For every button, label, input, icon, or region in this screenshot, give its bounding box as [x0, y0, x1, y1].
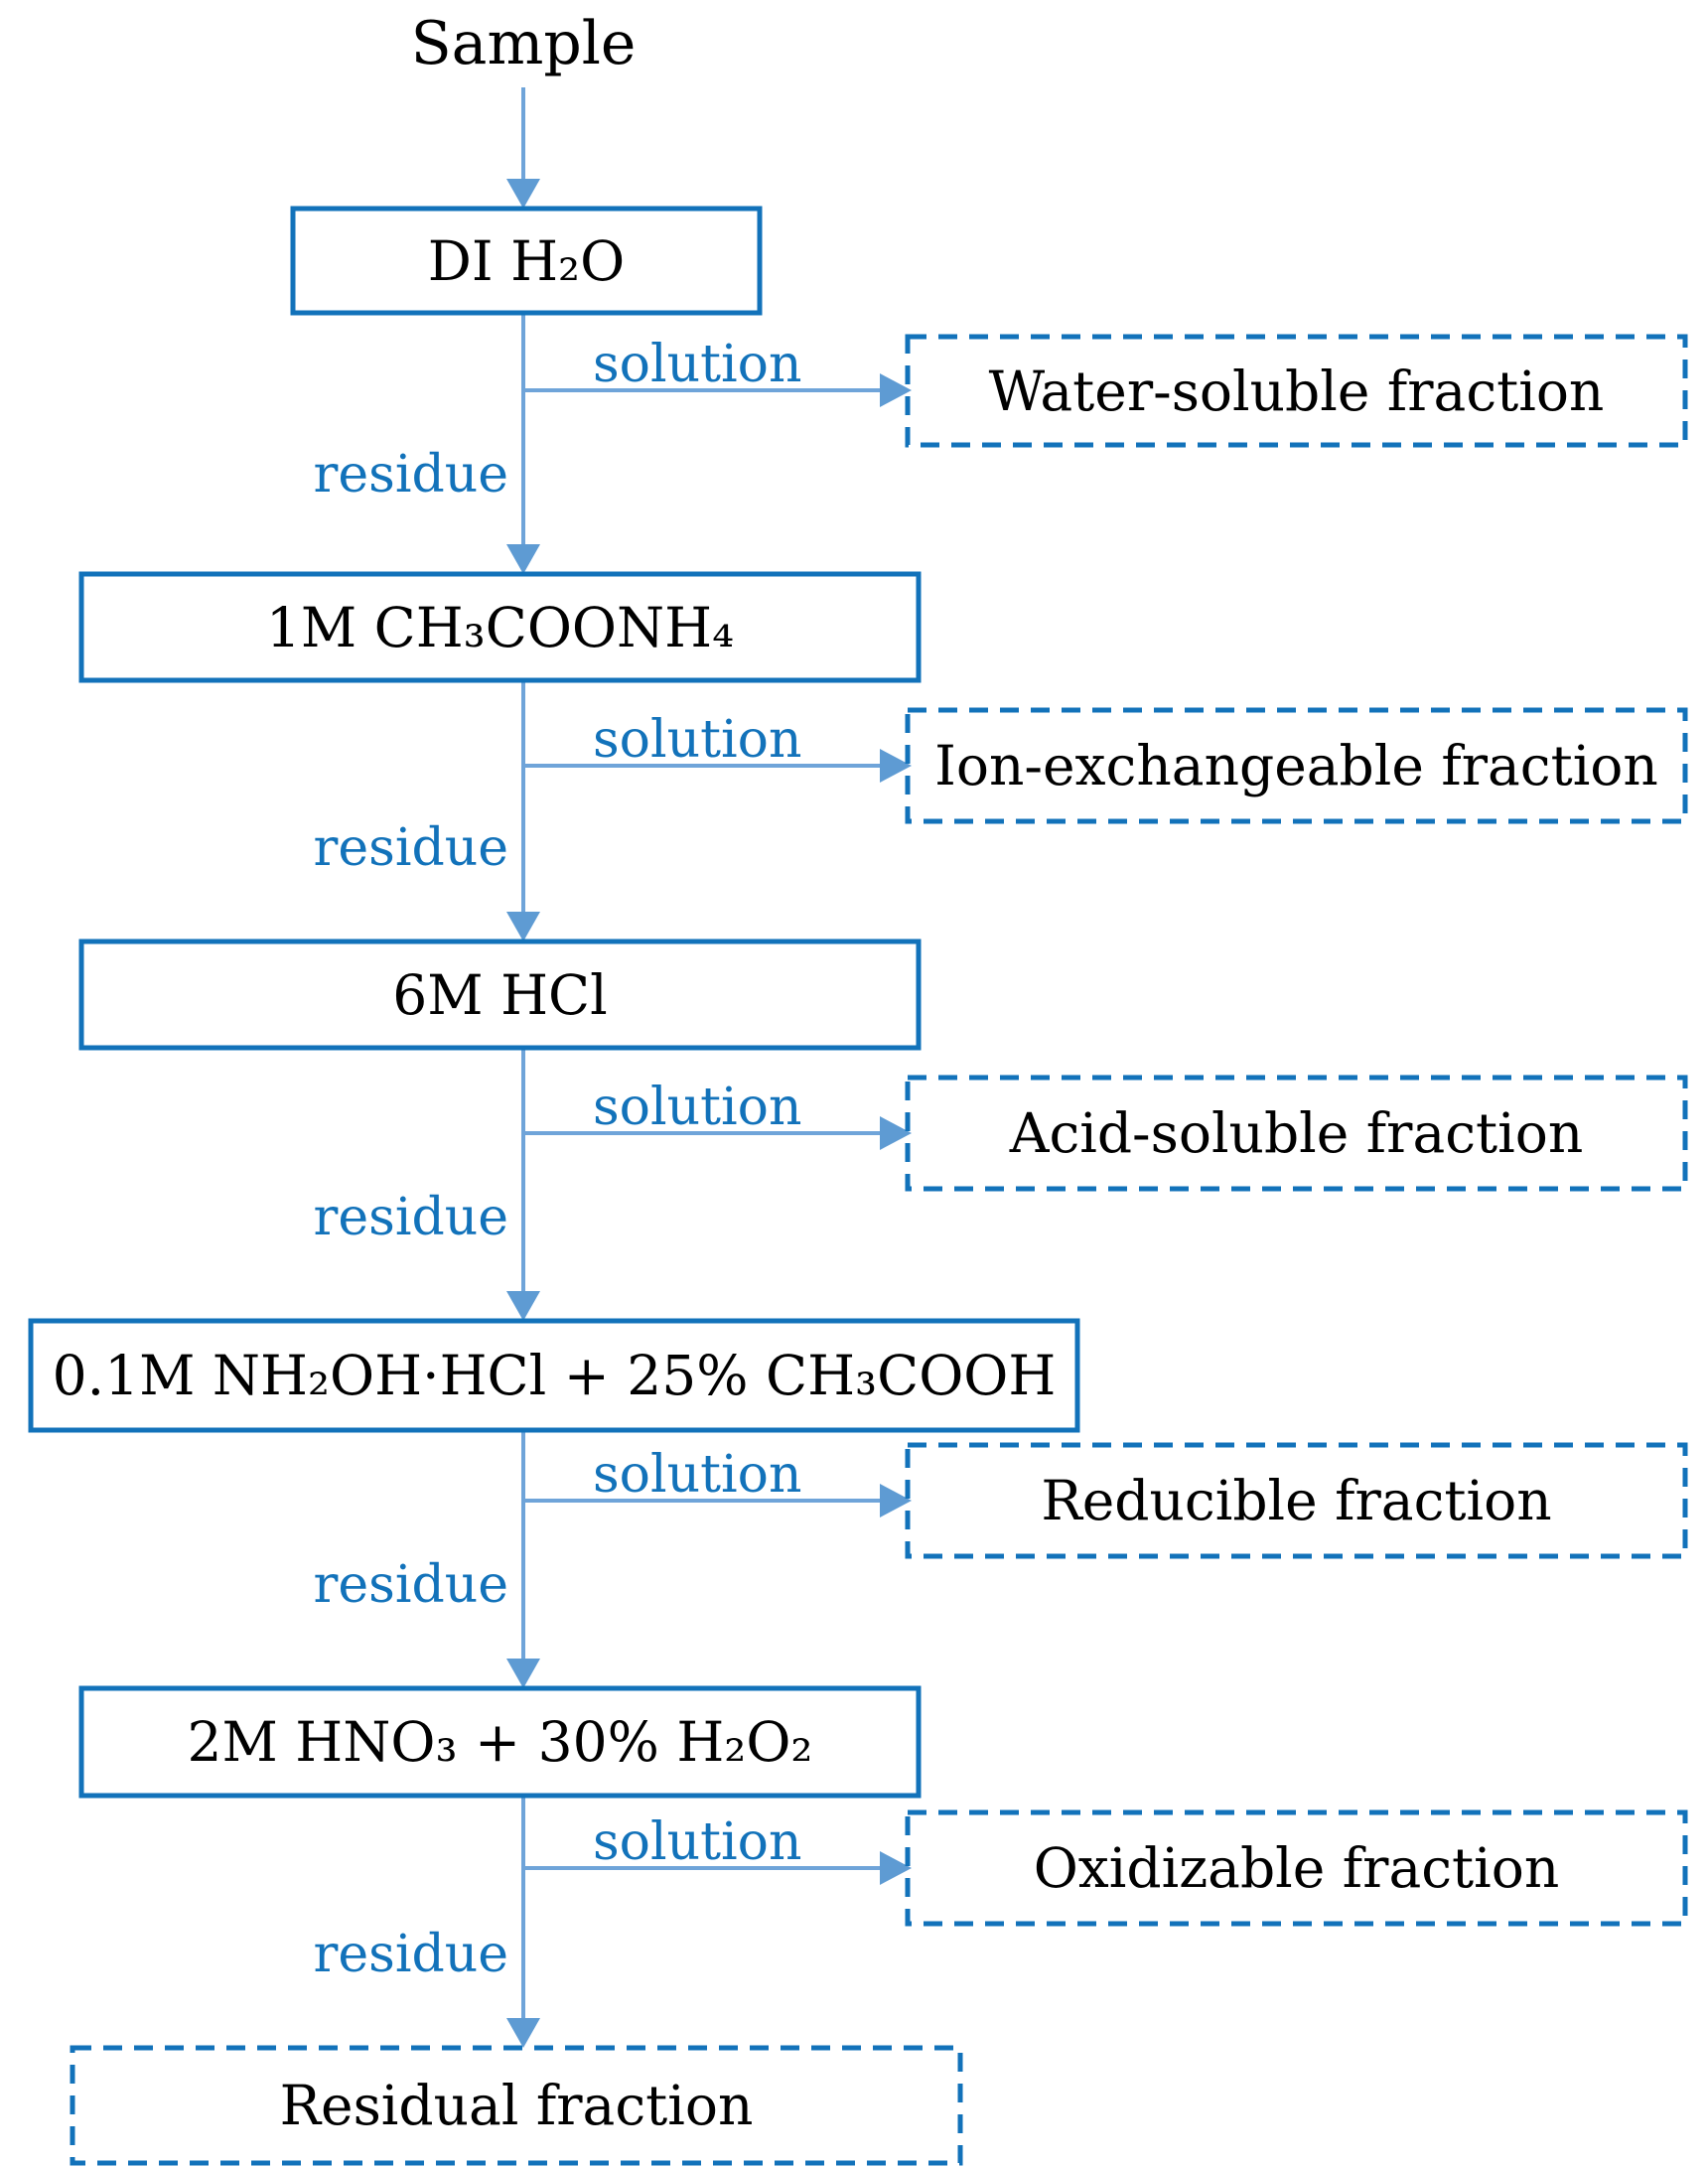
solution-label-3: solution [593, 1078, 802, 1137]
reagent-box-1-outline [290, 206, 763, 316]
solution-arrow-5 [523, 1851, 912, 1885]
fraction-box-5-outline [905, 1809, 1688, 1927]
solution-label-2: solution [593, 710, 802, 770]
solution-label-1: solution [593, 335, 802, 394]
final-fraction-box-outline [70, 2045, 963, 2166]
solution-arrow-3 [523, 1116, 912, 1150]
residue-label-2: residue [313, 818, 509, 878]
fraction-box-3-outline [905, 1075, 1688, 1192]
reagent-box-3-label: 6M HCl [392, 962, 608, 1027]
solution-arrow-1 [523, 373, 912, 407]
final-fraction-label: Residual fraction [279, 2074, 754, 2137]
fraction-box-3-label: Acid-soluble fraction [1009, 1101, 1584, 1165]
residue-label-1: residue [313, 445, 509, 505]
solution-arrow-2 [523, 749, 912, 783]
reagent-box-3-outline [78, 939, 922, 1051]
residue-arrow-2 [506, 680, 540, 941]
solution-arrow-4 [523, 1484, 912, 1517]
residue-arrow-1 [506, 313, 540, 574]
residue-arrow-4 [506, 1430, 540, 1688]
fraction-box-4-label: Reducible fraction [1041, 1469, 1552, 1532]
residue-label-3: residue [313, 1188, 509, 1247]
fraction-box-2-outline [905, 707, 1688, 824]
reagent-box-2-outline [78, 571, 922, 683]
fraction-box-5-label: Oxidizable fraction [1033, 1836, 1560, 1900]
residue-arrow-5 [506, 1796, 540, 2048]
solution-label-4: solution [593, 1445, 802, 1505]
fraction-box-2-label: Ion-exchangeable fraction [934, 734, 1658, 797]
fraction-box-4-outline [905, 1442, 1688, 1559]
fraction-box-1-outline [905, 334, 1688, 448]
solution-label-5: solution [593, 1812, 802, 1872]
residue-arrow-3 [506, 1048, 540, 1321]
reagent-box-1-label: DI H₂O [427, 228, 626, 293]
reagent-box-2-label: 1M CH₃COONH₄ [265, 595, 735, 659]
fraction-box-1-label: Water-soluble fraction [988, 359, 1605, 423]
reagent-box-5-outline [78, 1685, 922, 1799]
reagent-box-5-label: 2M HNO₃ + 30% H₂O₂ [187, 1710, 813, 1774]
residue-label-4: residue [313, 1555, 509, 1615]
sample-arrow [506, 87, 540, 209]
reagent-box-4-label: 0.1M NH₂OH·HCl + 25% CH₃COOH [52, 1344, 1057, 1407]
sample-label: Sample [410, 9, 637, 78]
residue-label-5: residue [313, 1925, 509, 1984]
reagent-box-4-outline [28, 1318, 1080, 1433]
